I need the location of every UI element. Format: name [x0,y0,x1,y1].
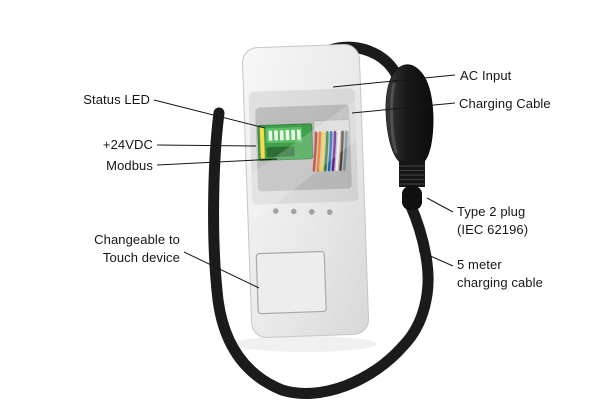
label-type2-plug: Type 2 plug (IEC 62196) [457,204,529,237]
type2-plug-ribs [399,165,425,185]
ribbon-wire [324,130,329,172]
charging-cable-loop [208,107,434,399]
leader-lines [153,74,456,289]
leader-line-status-led [153,99,266,129]
ribbon-wire [331,130,337,172]
ribbon-wire [312,131,318,172]
type2-plug-tip [402,186,422,210]
leader-line-charging-cable [351,102,456,114]
modbus-connector [266,146,295,158]
mounting-dot [272,208,279,214]
mounting-dots [272,208,333,215]
ribbon-wire [335,130,340,172]
device-shadow [233,336,377,352]
ribbon-wire [316,131,322,172]
ribbon-wire [343,130,348,171]
label-charging-cable: Charging Cable [459,96,551,111]
leader-line-5m-cable [418,250,454,267]
status-led-strip [259,127,265,159]
mounting-dot [290,208,297,215]
type2-plug-grip [399,161,425,187]
mounting-dot [326,209,333,215]
charger-unit [242,44,370,338]
ribbon-wires [312,130,348,172]
label-5m-cable: 5 meter charging cable [457,257,543,290]
touch-device-area [255,250,327,315]
leader-line-ac-input [332,74,456,88]
ribbon-wire [327,130,333,172]
mounting-dot [308,208,315,215]
ribbon-wire [339,130,344,171]
leader-line-touch-device [183,251,260,289]
leader-line-type2-plug [426,197,454,213]
type2-plug [385,64,434,210]
label-ac-input: AC Input [460,68,512,83]
leader-line-24vdc [156,144,257,147]
label-24vdc: +24VDC [102,137,153,152]
type2-plug-handle [385,64,434,164]
label-modbus: Modbus [106,158,153,173]
glass-sheen [251,100,357,222]
label-status-led: Status LED [83,92,150,107]
plug-highlight [390,82,398,154]
label-touch-device: Changeable to Touch device [94,232,180,265]
ribbon-wire [320,131,325,172]
terminal-slots [268,129,301,141]
leader-line-modbus [156,158,278,166]
